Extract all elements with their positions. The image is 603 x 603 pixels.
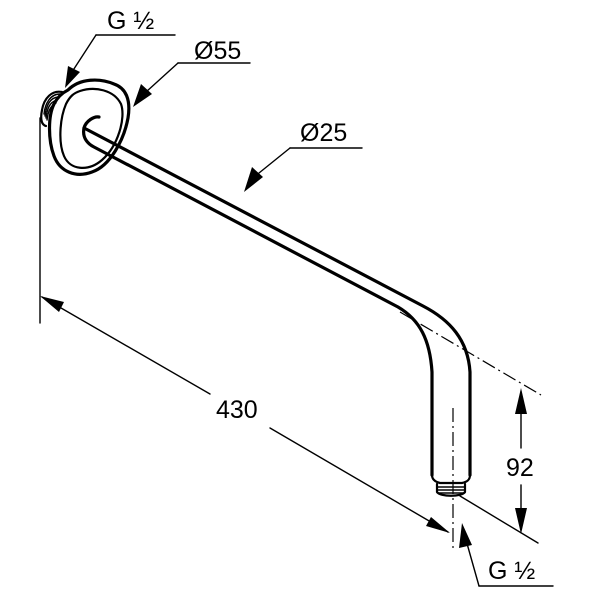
drop-height-label: 92 [506, 454, 534, 482]
outlet-extension-line [459, 495, 539, 544]
wall-flange [47, 78, 131, 176]
leader-inlet-thread: G ½ [65, 7, 176, 88]
leader-arm-diameter: Ø25 [244, 119, 363, 192]
leader-flange-diameter: Ø55 [133, 37, 251, 107]
arm-centre-extension [399, 311, 542, 396]
projection-length-label: 430 [216, 396, 258, 424]
outlet-thread [435, 482, 467, 497]
shower-arm-pipe [82, 115, 472, 485]
leader-outlet-thread: G ½ [459, 523, 554, 587]
dimension-430: 430 [40, 296, 450, 533]
outlet-thread-label: G ½ [488, 557, 535, 585]
flange-diameter-label: Ø55 [194, 37, 241, 65]
arm-diameter-label: Ø25 [300, 119, 347, 147]
inlet-thread-label: G ½ [107, 7, 154, 35]
dimension-92: 92 [506, 388, 534, 534]
